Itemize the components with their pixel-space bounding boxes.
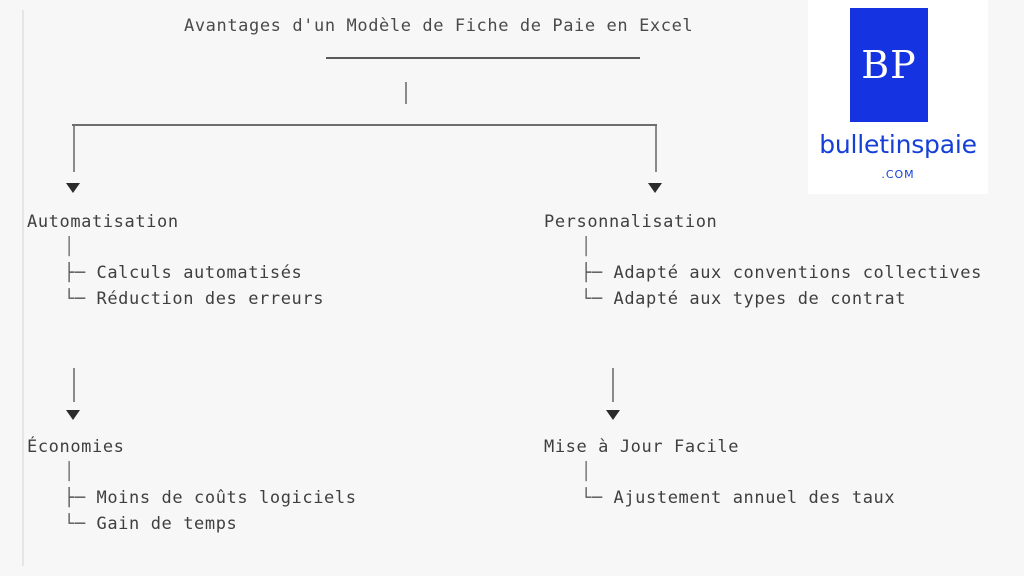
connector-drop-personnalisation bbox=[655, 126, 657, 172]
node-economies-label: Économies bbox=[27, 437, 125, 457]
title-underline bbox=[326, 57, 640, 59]
node-automatisation-pipe: │ bbox=[64, 237, 75, 257]
connector-stem-economies bbox=[73, 368, 75, 402]
child-label: Moins de coûts logiciels bbox=[96, 488, 357, 508]
node-economies: Économies │ ├─ Moins de coûts logiciels … bbox=[27, 435, 357, 537]
node-personnalisation-pipe: │ bbox=[581, 237, 592, 257]
child-label: Ajustement annuel des taux bbox=[613, 488, 896, 508]
child-label: Calculs automatisés bbox=[96, 263, 303, 283]
node-economies-pipe: │ bbox=[64, 462, 75, 482]
node-personnalisation-child-1: └─ Adapté aux types de contrat bbox=[544, 286, 982, 312]
child-label: Adapté aux types de contrat bbox=[613, 289, 907, 309]
tree-corner-icon: └─ bbox=[581, 488, 603, 508]
node-personnalisation-label: Personnalisation bbox=[544, 212, 718, 232]
page-title: Avantages d'un Modèle de Fiche de Paie e… bbox=[184, 16, 694, 36]
logo-monogram: BP bbox=[861, 43, 917, 87]
node-automatisation-child-1: └─ Réduction des erreurs bbox=[27, 286, 324, 312]
arrow-down-icon-automatisation bbox=[66, 183, 80, 193]
node-automatisation-child-0: ├─ Calculs automatisés bbox=[27, 260, 324, 286]
arrow-down-icon-personnalisation bbox=[648, 183, 662, 193]
connector-root-stem bbox=[405, 82, 407, 104]
node-mise-a-jour-facile: Mise à Jour Facile │ └─ Ajustement annue… bbox=[544, 435, 895, 511]
logo-wordmark: bulletinspaie bbox=[819, 130, 977, 159]
tree-branch-icon: ├─ bbox=[581, 263, 603, 283]
node-automatisation-label: Automatisation bbox=[27, 212, 179, 232]
tree-corner-icon: └─ bbox=[581, 289, 603, 309]
tree-branch-icon: ├─ bbox=[64, 488, 86, 508]
node-automatisation: Automatisation │ ├─ Calculs automatisés … bbox=[27, 210, 324, 312]
logo-tld: .COM bbox=[881, 168, 915, 181]
connector-stem-mise-a-jour bbox=[612, 368, 614, 402]
child-label: Réduction des erreurs bbox=[96, 289, 325, 309]
child-label: Gain de temps bbox=[96, 514, 238, 534]
arrow-down-icon-economies bbox=[66, 410, 80, 420]
node-economies-child-0: ├─ Moins de coûts logiciels bbox=[27, 485, 357, 511]
node-personnalisation-child-0: ├─ Adapté aux conventions collectives bbox=[544, 260, 982, 286]
logo-square: BP bbox=[850, 8, 928, 122]
arrow-down-icon-mise-a-jour bbox=[606, 410, 620, 420]
node-personnalisation: Personnalisation │ ├─ Adapté aux convent… bbox=[544, 210, 982, 312]
node-mise-a-jour-facile-label: Mise à Jour Facile bbox=[544, 437, 740, 457]
tree-corner-icon: └─ bbox=[64, 289, 86, 309]
connector-drop-automatisation bbox=[73, 126, 75, 172]
child-label: Adapté aux conventions collectives bbox=[613, 263, 982, 283]
connector-branch-bar bbox=[72, 124, 657, 126]
document-left-rule bbox=[22, 10, 24, 566]
tree-corner-icon: └─ bbox=[64, 514, 86, 534]
node-mise-a-jour-facile-pipe: │ bbox=[581, 462, 592, 482]
node-economies-child-1: └─ Gain de temps bbox=[27, 511, 357, 537]
tree-branch-icon: ├─ bbox=[64, 263, 86, 283]
brand-logo: BP bulletinspaie .COM bbox=[808, 0, 988, 194]
node-mise-a-jour-facile-child-0: └─ Ajustement annuel des taux bbox=[544, 485, 895, 511]
